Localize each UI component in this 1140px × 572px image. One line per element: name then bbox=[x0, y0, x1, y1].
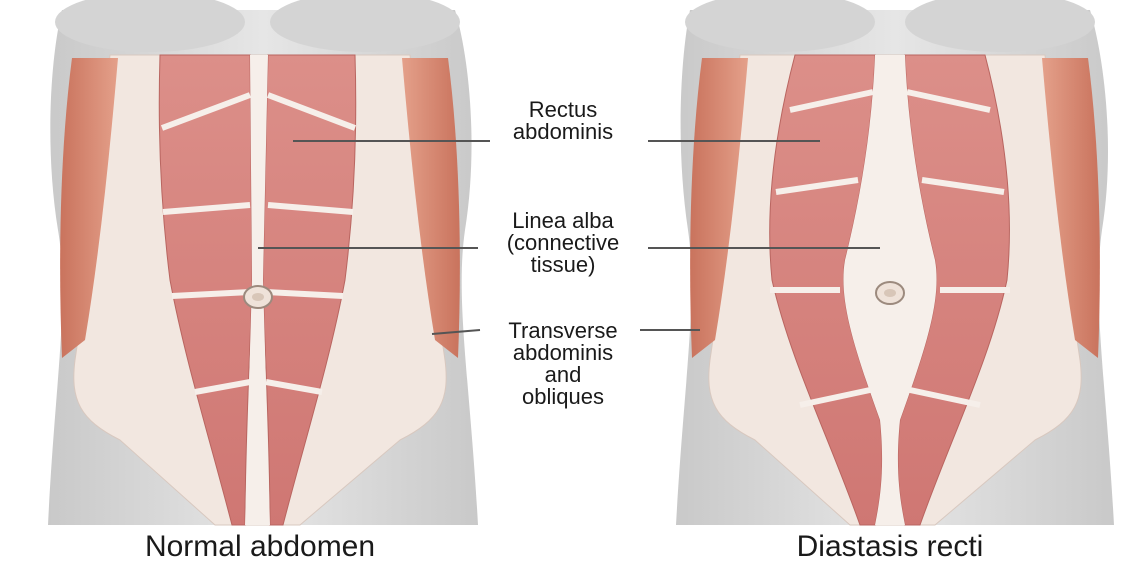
caption-normal-abdomen: Normal abdomen bbox=[100, 530, 420, 564]
label-line: and bbox=[478, 364, 648, 386]
normal-abdomen-figure bbox=[48, 0, 478, 525]
navel-inner bbox=[884, 289, 896, 297]
navel-inner bbox=[252, 293, 264, 301]
label-line: Transverse bbox=[478, 320, 648, 342]
label-transverse-abdominis: Transverse abdominis and obliques bbox=[478, 320, 648, 408]
label-line: obliques bbox=[478, 386, 648, 408]
label-line: Linea alba bbox=[463, 210, 663, 232]
label-line: (connective bbox=[463, 232, 663, 254]
label-line: Rectus bbox=[478, 99, 648, 121]
label-line: tissue) bbox=[463, 254, 663, 276]
label-rectus-abdominis: Rectus abdominis bbox=[478, 99, 648, 143]
label-linea-alba: Linea alba (connective tissue) bbox=[463, 210, 663, 276]
label-line: abdominis bbox=[478, 342, 648, 364]
diastasis-recti-figure bbox=[676, 0, 1114, 525]
label-line: abdominis bbox=[478, 121, 648, 143]
caption-diastasis-recti: Diastasis recti bbox=[740, 530, 1040, 564]
